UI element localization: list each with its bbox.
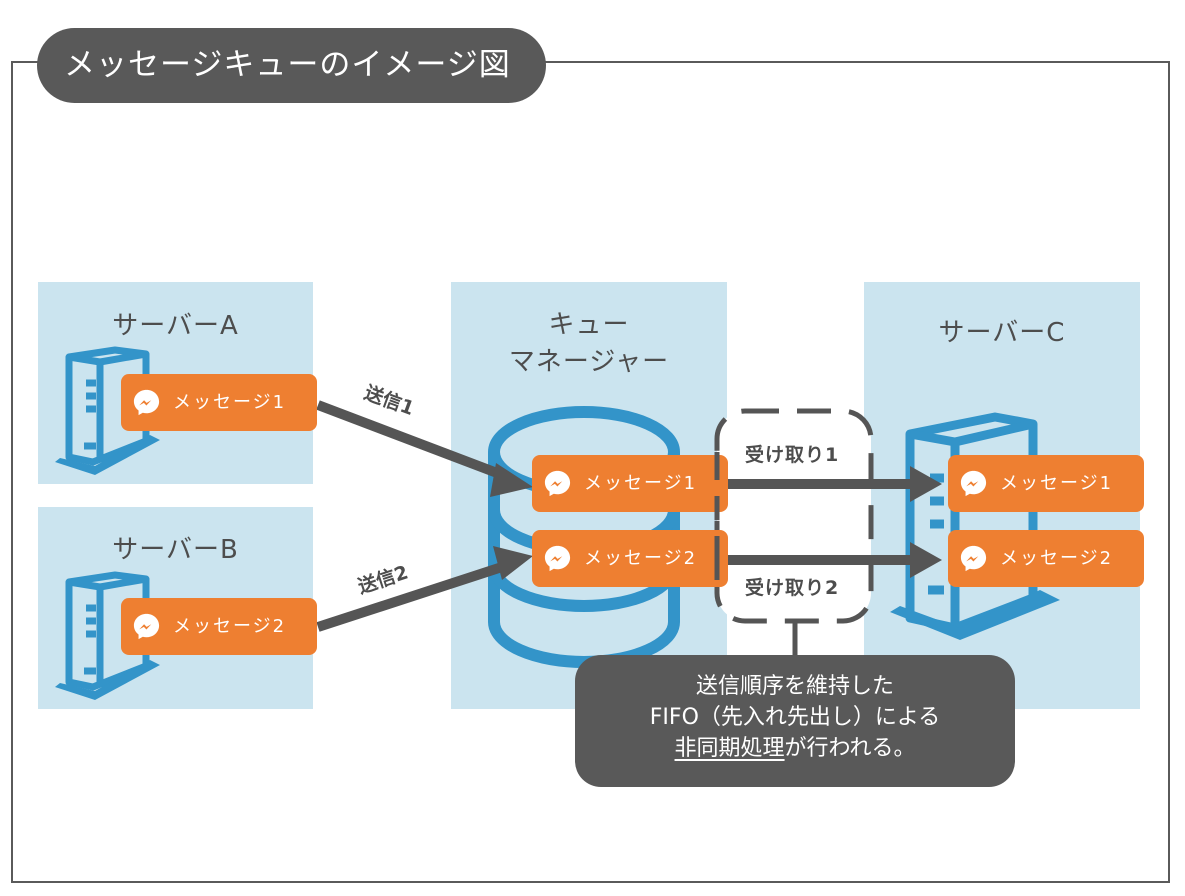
server-b-label: サーバーB [112,535,239,565]
note-line2: FIFO（先入れ先出し）による [649,705,941,730]
note-line1: 送信順序を維持した [695,674,894,699]
message-label: メッセージ2 [584,548,698,569]
message-server-c-1: メッセージ1 [948,455,1144,512]
messenger-icon [133,389,160,416]
message-label: メッセージ1 [1000,473,1114,494]
receive1-label: 受け取り1 [745,444,840,466]
messenger-icon [544,470,571,497]
message-label: メッセージ1 [584,473,698,494]
fifo-note: 送信順序を維持した FIFO（先入れ先出し）による 非同期処理が行われる。 [575,655,1015,787]
message-queue-1: メッセージ1 [532,455,728,512]
arrow-receive2 [728,542,942,578]
messenger-icon [133,613,160,640]
receive2-label: 受け取り2 [745,577,840,599]
message-server-b: メッセージ2 [121,598,317,655]
server-c-label: サーバーC [938,318,1066,348]
note-underlined-term: 非同期処理 [674,736,785,761]
server-icon [905,412,1038,633]
message-queue-2: メッセージ2 [532,530,728,587]
diagram-frame [11,61,1170,883]
queue-manager-label-line2: マネージャー [508,347,670,377]
server-a-label: サーバーA [112,311,239,341]
messenger-icon [960,470,987,497]
message-label: メッセージ1 [173,392,287,413]
arrow-send2 [316,546,533,632]
message-label: メッセージ2 [173,616,287,637]
messenger-icon [960,545,987,572]
message-label: メッセージ2 [1000,548,1114,569]
arrow-send1 [316,400,533,497]
diagram-title: メッセージキューのイメージ図 [37,28,546,103]
message-server-a: メッセージ1 [121,374,317,431]
message-server-c-2: メッセージ2 [948,530,1144,587]
queue-manager-label-line1: キュー [548,310,630,340]
note-line3-rest: が行われる。 [784,736,916,761]
arrow-receive1 [728,466,942,502]
messenger-icon [544,545,571,572]
server-base [890,590,1060,640]
server-base [55,435,160,475]
server-icon [65,571,150,691]
server-base [55,660,160,700]
note-line3: 非同期処理が行われる。 [575,733,1015,764]
